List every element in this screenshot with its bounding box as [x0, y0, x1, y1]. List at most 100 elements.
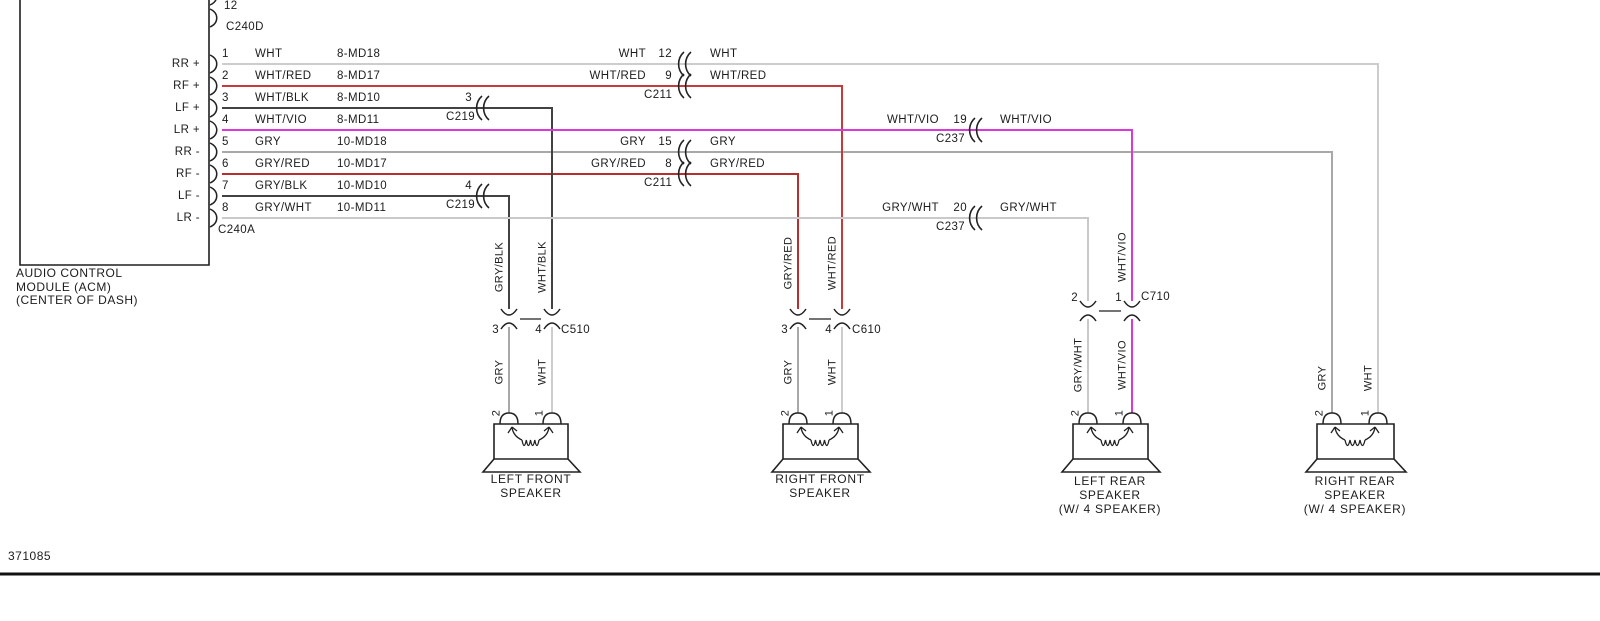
wire-color-label: GRY/RED	[782, 236, 795, 290]
acm-signal: LF +	[175, 102, 200, 114]
speaker-pin-clip-icon	[1322, 412, 1342, 425]
inline-connector-icon	[968, 205, 976, 231]
wire-color-label: WHT	[536, 358, 549, 386]
wire-color-label: GRY/WHT	[882, 202, 939, 214]
connector-half-icon	[1123, 300, 1141, 308]
acm-pin-bracket	[209, 142, 218, 162]
connector-pin: 20	[953, 202, 967, 214]
speaker-pin: 1	[1113, 409, 1126, 417]
connector-name: C219	[446, 111, 476, 123]
wire-color-label: WHT/VIO	[887, 114, 939, 126]
wire-color-label: WHT	[826, 358, 839, 386]
acm-signal: RF +	[173, 80, 200, 92]
wire-wht	[222, 63, 1379, 413]
connector-half-icon	[500, 308, 518, 316]
speaker-pin: 2	[1313, 409, 1326, 417]
inline-connector-icon	[482, 183, 490, 209]
connector-half-icon	[543, 308, 561, 316]
acm-signal: RF -	[176, 168, 200, 180]
connector-name: C237	[936, 133, 966, 145]
speaker-name: (W/ 4 SPEAKER)	[1058, 502, 1162, 516]
speaker-coil-icon	[1100, 439, 1120, 447]
wire-color-label: WHT/BLK	[536, 241, 549, 293]
connector-half-icon	[543, 322, 561, 330]
connector-pin: 4	[535, 324, 542, 336]
speaker-pin-clip-icon	[832, 412, 852, 425]
circuit-label: 10-MD10	[337, 180, 388, 192]
wire-color-label: WHT	[710, 48, 738, 60]
acm-pin-bracket	[209, 120, 218, 140]
speaker-name: (W/ 4 SPEAKER)	[1303, 502, 1407, 516]
speaker-name: SPEAKER	[1324, 488, 1386, 502]
wire-color-label: GRY	[710, 136, 736, 148]
speaker-name: RIGHT REAR	[1314, 474, 1396, 488]
acm-pin: 8	[222, 202, 229, 214]
connector-pin: 3	[781, 324, 788, 336]
acm-pin-bracket	[209, 186, 218, 206]
wire-color-label: WHT	[1362, 364, 1375, 392]
speaker-coil-icon	[810, 439, 830, 447]
acm-title: AUDIO CONTROL MODULE (ACM) (CENTER OF DA…	[16, 266, 138, 307]
circuit-label: 8-MD18	[337, 48, 381, 60]
wire-color-label: GRY	[493, 359, 506, 385]
wire-color-label: GRY/WHT	[1072, 337, 1085, 393]
speaker-name: LEFT FRONT	[490, 472, 572, 486]
wire-color-label: GRY	[782, 359, 795, 385]
connector-pin: 1	[1115, 292, 1122, 304]
speaker-coil-lead	[1364, 426, 1380, 441]
inline-connector-icon	[677, 73, 685, 99]
acm-pin-bracket	[209, 208, 218, 228]
speaker-name: SPEAKER	[500, 486, 562, 500]
connector-pin: 3	[492, 324, 499, 336]
acm-pin: 4	[222, 114, 229, 126]
acm-top-connector: C240D	[226, 21, 264, 33]
wire-color-label: GRY/BLK	[493, 241, 506, 293]
circuit-label: 8-MD11	[337, 114, 380, 126]
wire-color-label: WHT/VIO	[1116, 340, 1129, 390]
circuit-label: 8-MD17	[337, 70, 381, 82]
speaker-base	[1304, 458, 1408, 473]
circuit-label: 8-MD10	[337, 92, 381, 104]
connector-pin: 12	[658, 48, 672, 60]
connector-pin: 15	[658, 136, 672, 148]
connector-name: C710	[1141, 291, 1171, 303]
speaker-coil-icon	[1344, 439, 1366, 447]
wire-color-label: WHT/VIO	[1116, 232, 1129, 282]
acm-signal: LR -	[176, 212, 200, 224]
wire-gry	[222, 151, 1333, 413]
acm-pin-bracket	[209, 98, 218, 118]
inline-connector-icon	[684, 73, 692, 99]
wire-color-label: GRY/WHT	[1000, 202, 1057, 214]
connector-pin: 3	[465, 92, 472, 104]
acm-bottom-connector: C240A	[218, 224, 256, 236]
connector-half-icon	[789, 308, 807, 316]
speaker-coil-lead	[828, 426, 844, 441]
wire-color-label: GRY/WHT	[255, 202, 312, 214]
acm-pin: 7	[222, 180, 229, 192]
connector-half-icon	[1079, 314, 1097, 322]
speaker-pin-clip-icon	[1122, 412, 1142, 425]
speaker-pin: 2	[1069, 409, 1082, 417]
speaker-coil-lead	[1086, 426, 1102, 441]
speaker-name: SPEAKER	[789, 486, 851, 500]
speaker-base	[1060, 458, 1162, 473]
diagram-id: 371085	[8, 549, 52, 563]
connector-pin: 2	[1071, 292, 1078, 304]
speaker-name: SPEAKER	[1079, 488, 1141, 502]
inline-connector-icon	[677, 139, 685, 165]
inline-connector-icon	[677, 51, 685, 77]
acm-pin-bracket	[209, 76, 218, 96]
connector-pin: 9	[665, 70, 672, 82]
speaker-pin: 1	[1359, 409, 1372, 417]
connector-pin: 8	[665, 158, 672, 170]
speaker-coil-lead	[1118, 426, 1134, 441]
acm-signal: LF -	[177, 190, 200, 202]
inline-connector-icon	[684, 139, 692, 165]
speaker-pin-clip-icon	[542, 412, 562, 425]
acm-box	[19, 0, 210, 266]
speaker-coil-lead	[796, 426, 812, 441]
wire-gry_red	[222, 173, 799, 309]
wire-color-label: WHT/BLK	[255, 92, 309, 104]
inline-connector-icon	[975, 205, 983, 231]
